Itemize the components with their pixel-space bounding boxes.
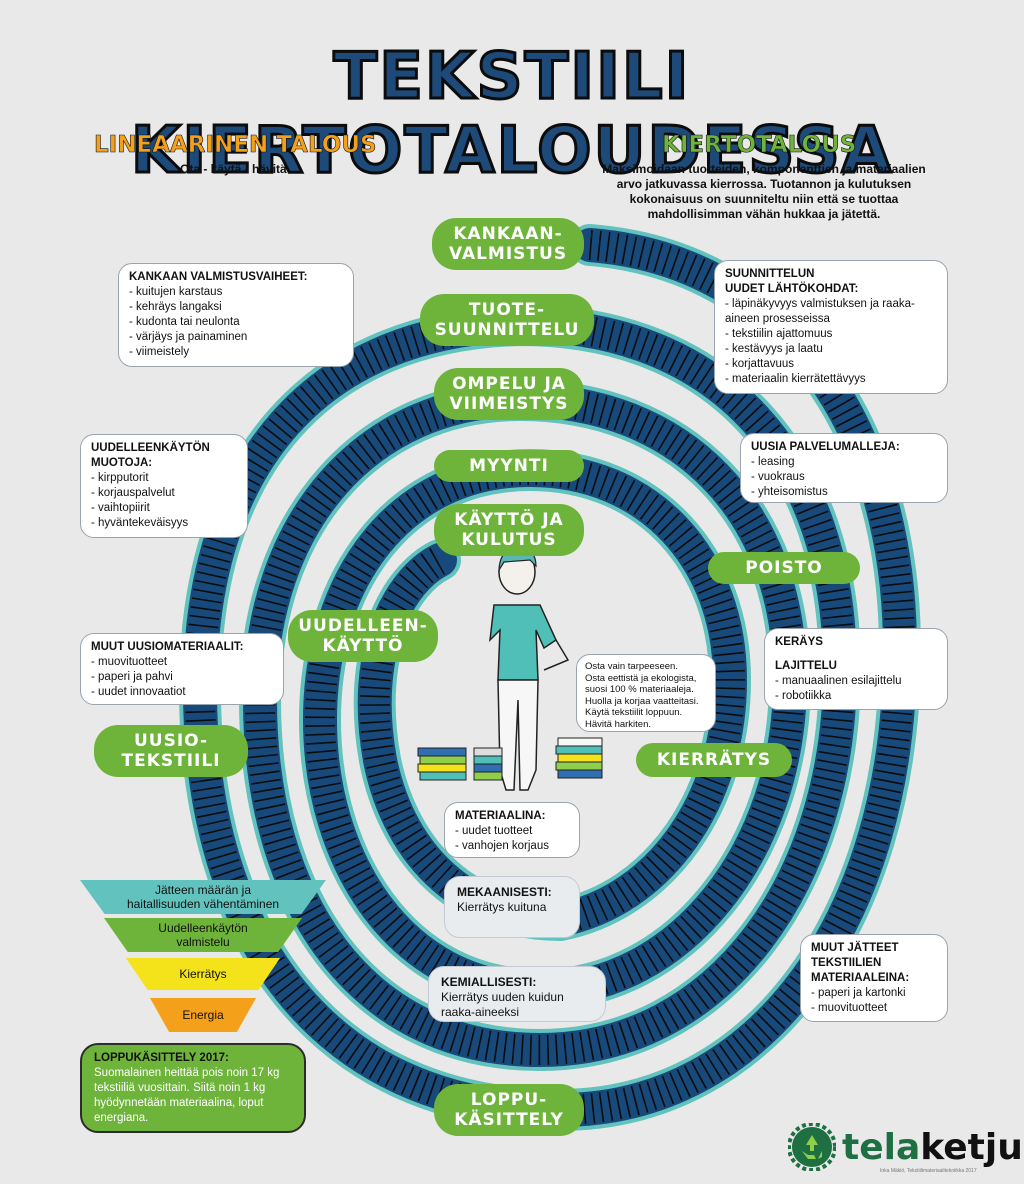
list-item: vuokraus [751, 470, 937, 485]
stage-kankaanvalmistus: KANKAAN- VALMISTUS [432, 218, 584, 270]
linear-economy-heading: LINEAARINEN TALOUS [94, 132, 377, 159]
list-item: uudet innovaatiot [91, 685, 273, 700]
tip-line: suosi 100 % materiaaleja. [585, 684, 694, 695]
pyramid-level-4: Energia [150, 998, 256, 1032]
box-subtitle: LAJITTELU [775, 660, 837, 672]
circular-economy-heading: KIERTOTALOUS [662, 132, 857, 159]
box-title: SUUNNITTELUN UUDET LÄHTÖKOHDAT: [725, 268, 859, 295]
box-keraily-lajittelu: KERÄYS LAJITTELU manuaalinen esilajittel… [764, 628, 948, 710]
stage-poisto: POISTO [708, 552, 860, 584]
pyramid-level-3: Kierrätys [126, 958, 280, 990]
spiral-band [178, 224, 922, 1132]
stage-loppukasittely: LOPPU- KÄSITTELY [434, 1084, 584, 1136]
pyramid-level-2: Uudelleenkäytön valmistelu [104, 918, 302, 952]
stage-ompelu-viimeistys: OMPELU JA VIIMEISTYS [434, 368, 584, 420]
linear-economy-subtitle: Ota - käytä - hävitä [180, 162, 287, 176]
list-item: hyväntekeväisyys [91, 516, 237, 531]
list-item: vanhojen korjaus [455, 839, 569, 854]
tip-line: Osta vain tarpeeseen. [585, 661, 678, 672]
box-muut-jatteet: MUUT JÄTTEET TEKSTIILIEN MATERIAALEINA: … [800, 934, 948, 1022]
tip-line: Osta eettistä ja ekologista, [585, 672, 697, 684]
list-item: kestävyys ja laatu [725, 342, 937, 357]
stage-uudelleenkaytto: UUDELLEEN- KÄYTTÖ [288, 610, 438, 662]
list-item: tekstiilin ajattomuus [725, 327, 937, 342]
list-item: paperi ja kartonki [811, 986, 937, 1001]
box-title: MUUT UUSIOMATERIAALIT: [91, 641, 244, 653]
clothes-stack-left-illustration [417, 747, 503, 781]
list-item: kudonta tai neulonta [129, 315, 343, 330]
list-item: muovituotteet [811, 1001, 937, 1016]
list-item: yhteisomistus [751, 485, 937, 500]
list-item: paperi ja pahvi [91, 670, 273, 685]
recycle-gear-icon [788, 1123, 836, 1171]
credit-text: Inka Mäkiö, Tekstiilimateriaalitekniikka… [880, 1168, 977, 1174]
box-text: Suomalainen heittää pois noin 17 kg teks… [94, 1067, 280, 1124]
page-title: TEKSTIILI KIERTOTALOUDESSA [129, 39, 894, 190]
list-item: värjäys ja painaminen [129, 330, 343, 345]
list-item: muovituotteet [91, 655, 273, 670]
clothes-stack-right-illustration [555, 737, 603, 779]
logo-text: telaketju [842, 1126, 1023, 1168]
list-item: läpinäkyvyys valmistuksen ja raaka-ainee… [725, 297, 937, 327]
list-item: kehräys langaksi [129, 300, 343, 315]
box-uusia-palvelumalleja: UUSIA PALVELUMALLEJA: leasing vuokraus y… [740, 433, 948, 503]
box-title: KERÄYS [775, 636, 823, 648]
box-text: Kierrätys kuituna [457, 900, 547, 914]
tip-line: Huolla ja korjaa vaatteitasi. [585, 695, 699, 707]
box-text: Kierrätys uuden kuidun raaka-aineeksi [441, 990, 564, 1019]
box-title: UUSIA PALVELUMALLEJA: [751, 441, 900, 453]
box-title: LOPPUKÄSITTELY 2017: [94, 1052, 229, 1064]
pyramid-level-1: Jätteen määrän ja haitallisuuden vähentä… [80, 880, 326, 914]
stage-myynti: MYYNTI [434, 450, 584, 482]
consumer-tips-box: Osta vain tarpeeseen. Osta eettistä ja e… [576, 654, 716, 732]
box-materiaalina: MATERIAALINA: uudet tuotteet vanhojen ko… [444, 802, 580, 858]
box-title: KANKAAN VALMISTUSVAIHEET: [129, 271, 308, 283]
list-item: korjattavuus [725, 357, 937, 372]
tip-line: Hävitä harkiten. [585, 718, 652, 730]
stage-tuotesuunnittelu: TUOTE- SUUNNITTELU [420, 294, 594, 346]
box-kemiallisesti: KEMIALLISESTI: Kierrätys uuden kuidun ra… [428, 966, 606, 1022]
stage-uusiotekstiili: UUSIO- TEKSTIILI [94, 725, 248, 777]
box-suunnittelun-lahtokohdat: SUUNNITTELUN UUDET LÄHTÖKOHDAT: läpinäky… [714, 260, 948, 394]
box-kankaan-valmistusvaiheet: KANKAAN VALMISTUSVAIHEET: kuitujen karst… [118, 263, 354, 367]
box-muut-uusiomateriaalit: MUUT UUSIOMATERIAALIT: muovituotteet pap… [80, 633, 284, 705]
list-item: materiaalin kierrätettävyys [725, 372, 937, 387]
list-item: leasing [751, 455, 937, 470]
box-title: MUUT JÄTTEET TEKSTIILIEN MATERIAALEINA: [811, 942, 910, 984]
list-item: kuitujen karstaus [129, 285, 343, 300]
box-title: UUDELLEENKÄYTÖN MUOTOJA: [91, 442, 210, 469]
list-item: robotiikka [775, 689, 937, 704]
stage-kierratys: KIERRÄTYS [636, 743, 792, 777]
tip-line: Käytä tekstiilit loppuun. [585, 707, 683, 718]
list-item: vaihtopiirit [91, 501, 237, 516]
box-title: MATERIAALINA: [455, 810, 546, 822]
list-item: uudet tuotteet [455, 824, 569, 839]
telaketju-logo: telaketju [788, 1123, 1023, 1171]
stage-kaytto-kulutus: KÄYTTÖ JA KULUTUS [434, 504, 584, 556]
circular-economy-description: Maksimoidaan tuotteiden, komponenttien j… [602, 162, 926, 221]
list-item: kirpputorit [91, 471, 237, 486]
box-title: KEMIALLISESTI: [441, 975, 537, 989]
box-loppukasittely-2017: LOPPUKÄSITTELY 2017: Suomalainen heittää… [80, 1043, 306, 1133]
box-uudelleenkayton-muotoja: UUDELLEENKÄYTÖN MUOTOJA: kirpputorit kor… [80, 434, 248, 538]
list-item: viimeistely [129, 345, 343, 360]
list-item: manuaalinen esilajittelu [775, 674, 937, 689]
list-item: korjauspalvelut [91, 486, 237, 501]
box-title: MEKAANISESTI: [457, 885, 552, 899]
box-mekaanisesti: MEKAANISESTI: Kierrätys kuituna [444, 876, 580, 938]
